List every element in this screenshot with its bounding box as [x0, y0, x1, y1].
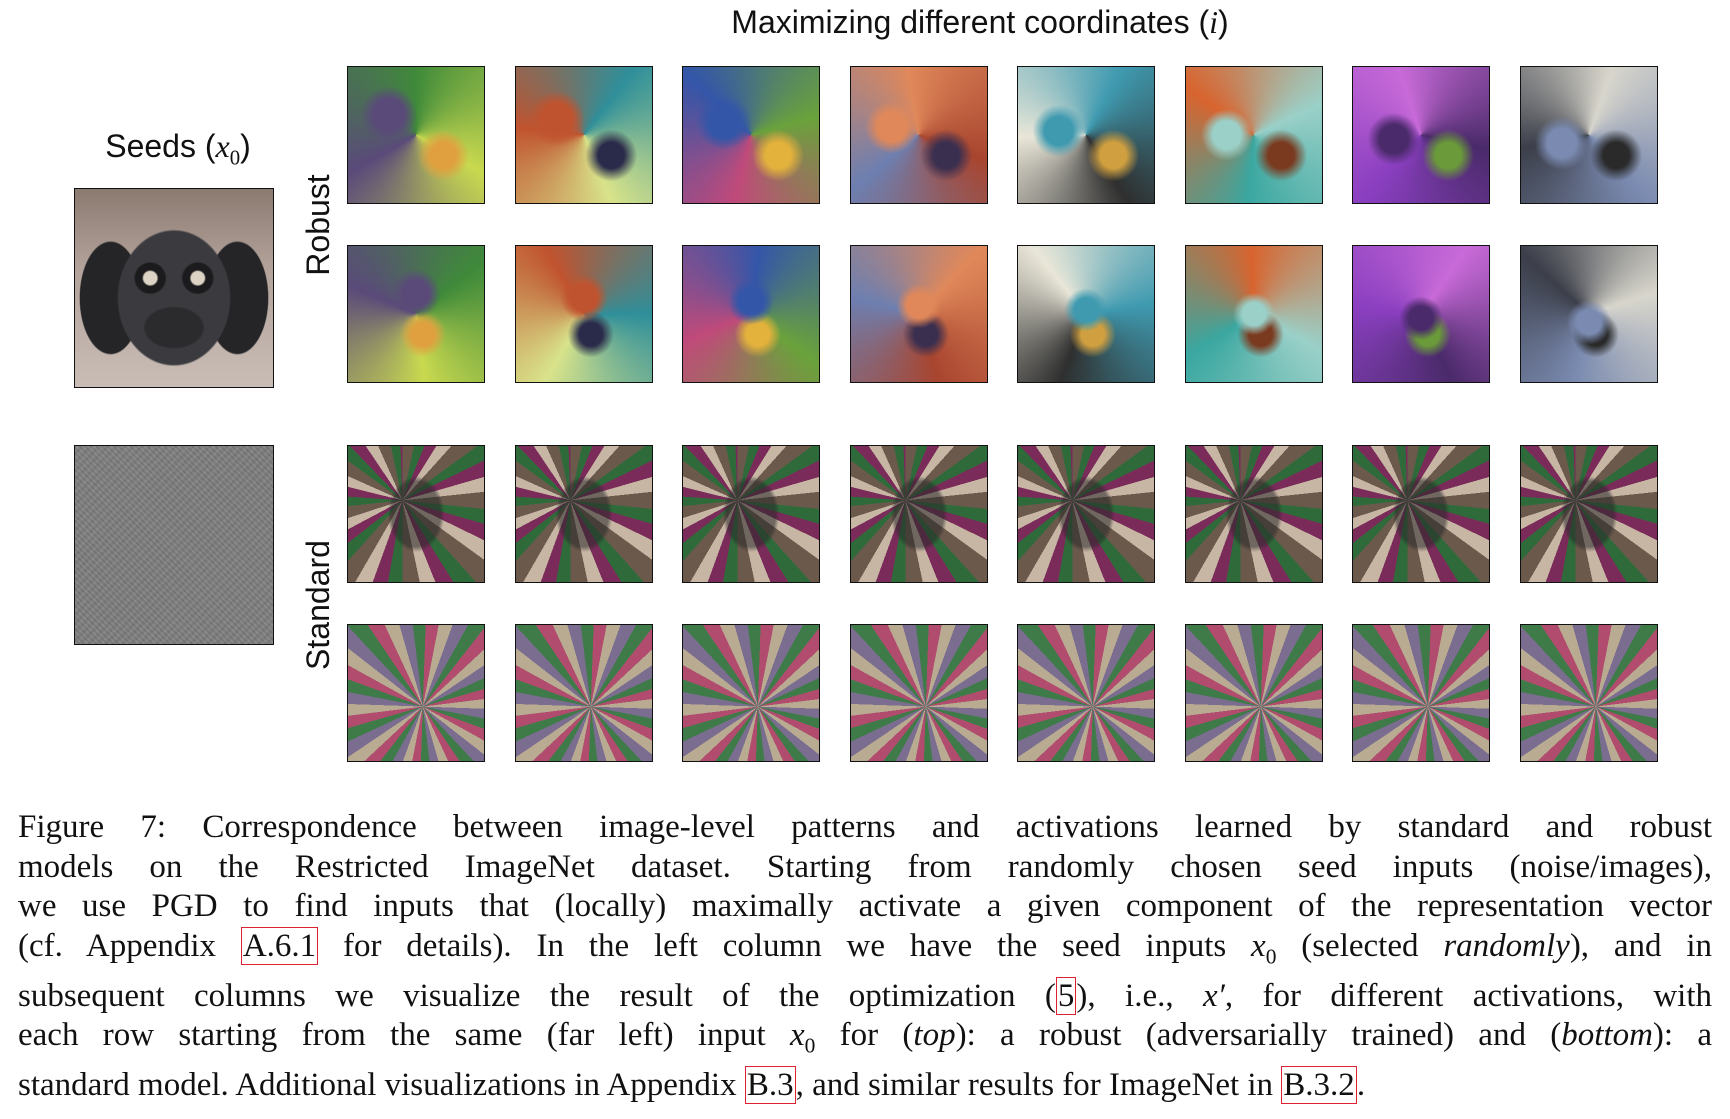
figure-caption: Figure 7: Correspondence between image-l…	[18, 808, 1712, 1106]
robust-visualization-image	[849, 66, 988, 204]
standard-visualization-image	[514, 445, 653, 583]
robust-visualization-image	[347, 66, 485, 204]
ref-equation-5[interactable]: 5	[1055, 976, 1077, 1015]
caption-line-2: models on the Restricted ImageNet datase…	[18, 848, 1712, 885]
standard-visualization-image	[1519, 445, 1658, 583]
standard-visualization-image	[1519, 624, 1658, 762]
robust-visualization-image	[1519, 66, 1658, 204]
ref-appendix-b32[interactable]: B.3.2	[1281, 1066, 1357, 1105]
robust-visualization-image	[347, 245, 485, 383]
caption-line-1: Figure 7: Correspondence between image-l…	[18, 809, 1712, 845]
standard-visualization-image	[1352, 445, 1490, 583]
standard-visualization-image	[514, 624, 653, 762]
seeds-title: Seeds (x0)	[105, 128, 251, 170]
robust-visualization-image	[1184, 245, 1323, 383]
robust-visualization-image	[1184, 66, 1323, 204]
standard-visualization-image	[1184, 624, 1323, 762]
robust-visualization-image	[1017, 245, 1155, 383]
standard-visualization-image	[1017, 624, 1155, 762]
ref-appendix-a61[interactable]: A.6.1	[240, 926, 319, 965]
robust-visualization-image	[1519, 245, 1658, 383]
robust-visualization-image	[514, 245, 653, 383]
standard-visualization-image	[347, 445, 485, 583]
standard-visualization-image	[849, 624, 988, 762]
standard-visualization-image	[1184, 445, 1323, 583]
robust-visualization-image	[1017, 66, 1155, 204]
standard-visualization-image	[1017, 445, 1155, 583]
robust-visualization-image	[849, 245, 988, 383]
row-label-robust: Robust	[300, 174, 336, 276]
robust-visualization-image	[1352, 66, 1490, 204]
robust-visualization-image	[514, 66, 653, 204]
ref-appendix-b3[interactable]: B.3	[744, 1066, 796, 1105]
standard-visualization-image	[1352, 624, 1490, 762]
row-label-standard: Standard	[300, 540, 336, 670]
robust-visualization-image	[1352, 245, 1490, 383]
robust-visualization-image	[682, 245, 820, 383]
standard-visualization-image	[682, 624, 820, 762]
standard-visualization-image	[347, 624, 485, 762]
caption-line-6: each row starting from the same (far lef…	[18, 1017, 1712, 1058]
standard-visualization-image	[849, 445, 988, 583]
caption-line-3: we use PGD to find inputs that (locally)…	[18, 888, 1712, 924]
caption-line-4: (cf. Appendix A.6.1 for details). In the…	[18, 926, 1713, 969]
caption-line-7: standard model. Additional visualization…	[18, 1066, 1366, 1105]
standard-visualization-image	[682, 445, 820, 583]
figure: Maximizing different coordinates (i) See…	[74, 4, 1658, 762]
seed-image-noise	[74, 445, 274, 645]
caption-line-5: subsequent columns we visualize the resu…	[18, 976, 1712, 1015]
seed-image-dog	[74, 188, 274, 388]
figure-top-title: Maximizing different coordinates (i)	[731, 4, 1229, 40]
robust-visualization-image	[682, 66, 820, 204]
